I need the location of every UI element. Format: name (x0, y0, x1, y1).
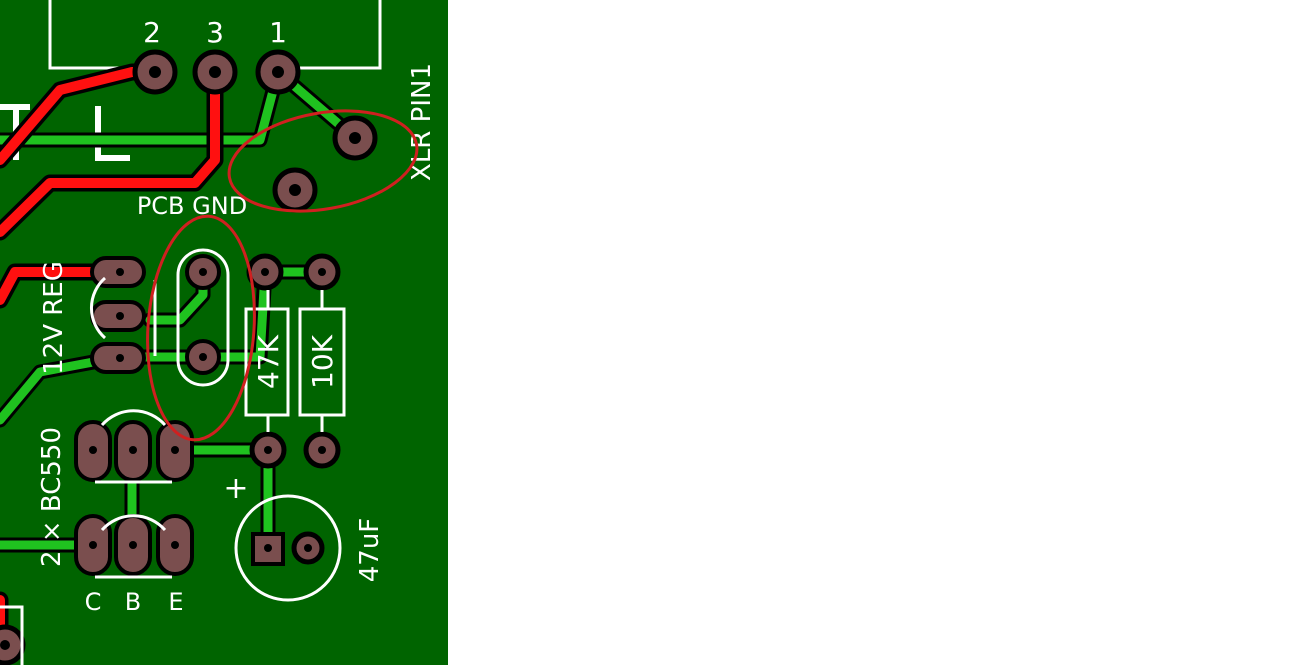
pin-e-label: E (168, 588, 183, 616)
resistor-10k-label: 10K (306, 334, 339, 389)
pin-c-label: C (85, 588, 102, 616)
regulator-pads (90, 256, 157, 374)
xlr-connector-outline (48, 0, 382, 70)
annotation-ellipse-gnd (227, 109, 419, 213)
capacitor-value-label: 47uF (355, 518, 385, 583)
pin3-label: 3 (206, 16, 224, 49)
transistors-label: 2 × BC550 (37, 427, 67, 567)
resistor-outlines (244, 290, 346, 432)
regulator-label: 12V REG (39, 261, 69, 375)
electrolytic-capacitor (234, 494, 342, 602)
silkscreen-labels: 2 3 1 XLR PIN1 PCB GND 12V REG 47K 10K 2… (37, 16, 437, 616)
partial-component-outline (0, 605, 24, 665)
small-capacitor (176, 248, 230, 387)
pin1-label: 1 (269, 16, 287, 49)
xlr-pin1-label: XLR PIN1 (407, 63, 437, 181)
pcb-gnd-label: PCB GND (137, 192, 247, 220)
pad-drill-holes (0, 66, 361, 650)
resistor-47k-label: 47K (252, 334, 285, 389)
capacitor-plus-label: + (223, 471, 248, 506)
pin2-label: 2 (143, 16, 161, 49)
annotation-ellipse-capacitor (146, 214, 256, 442)
transistor-pads (74, 409, 194, 579)
pin-b-label: B (125, 588, 141, 616)
annotation-ellipses (146, 109, 419, 442)
